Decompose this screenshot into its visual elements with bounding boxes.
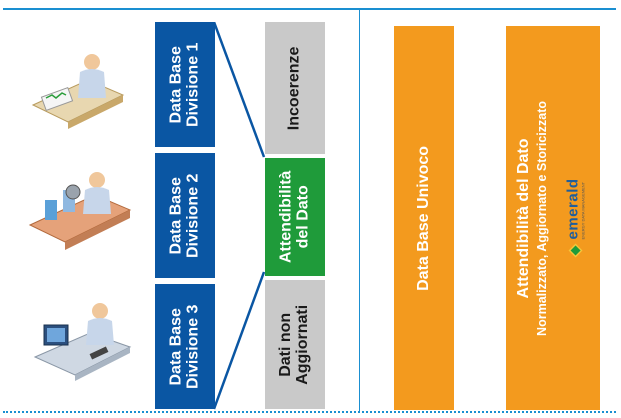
- division-2-label-line2: Divisione 2: [184, 173, 202, 258]
- incoerenze-label: Incoerenze: [285, 46, 303, 130]
- attendibilita-label-line1: Attendibilità: [277, 170, 295, 264]
- division-1-label-line2: Divisione 1: [184, 42, 202, 127]
- division-3-label-line2: Divisione 3: [184, 304, 202, 389]
- emerald-diamond-icon: [569, 243, 584, 258]
- emerald-logo: emerald ENERGY DATA MANAGEMENT: [556, 150, 596, 285]
- dati-non-aggiornati-line1: Dati non: [277, 312, 295, 377]
- white-gap-bar: [454, 26, 506, 410]
- attendibilita-panel: [506, 26, 600, 410]
- factory-line-icon: [28, 172, 132, 250]
- dati-non-aggiornati-box: Dati non Aggiornati: [265, 280, 325, 409]
- division-1-box: Data Base Divisione 1: [155, 22, 215, 147]
- attendibilita-label-line2: del Dato: [294, 185, 311, 249]
- database-univoco-box: Data Base Univoco: [394, 26, 454, 410]
- bottom-dotted-line: [3, 411, 616, 413]
- emerald-logo-text: emerald: [565, 177, 583, 240]
- attendibilita-panel-subtitle: Normalizzato, Aggiornato e Storicizzato: [534, 100, 549, 336]
- connector-lines: [214, 22, 266, 410]
- division-2-label-line1: Data Base: [167, 176, 185, 255]
- division-3-label-line1: Data Base: [167, 307, 185, 386]
- panel-divider: [359, 8, 360, 413]
- attendibilita-box: Attendibilità del Dato: [265, 158, 325, 276]
- emerald-logo-tagline: ENERGY DATA MANAGEMENT: [580, 181, 586, 240]
- database-univoco-label: Data Base Univoco: [414, 145, 432, 291]
- dati-non-aggiornati-line2: Aggiornati: [294, 304, 311, 385]
- attendibilita-panel-title: Attendibilità del Dato: [514, 138, 532, 298]
- attendibilita-panel-text: Attendibilità del Dato Normalizzato, Agg…: [506, 26, 558, 410]
- computer-workstation-icon: [33, 303, 132, 381]
- division-1-label-line1: Data Base: [167, 45, 185, 124]
- division-2-box: Data Base Divisione 2: [155, 153, 215, 278]
- worker-desk-icon: [31, 54, 125, 129]
- incoerenze-box: Incoerenze: [265, 22, 325, 154]
- division-3-box: Data Base Divisione 3: [155, 284, 215, 409]
